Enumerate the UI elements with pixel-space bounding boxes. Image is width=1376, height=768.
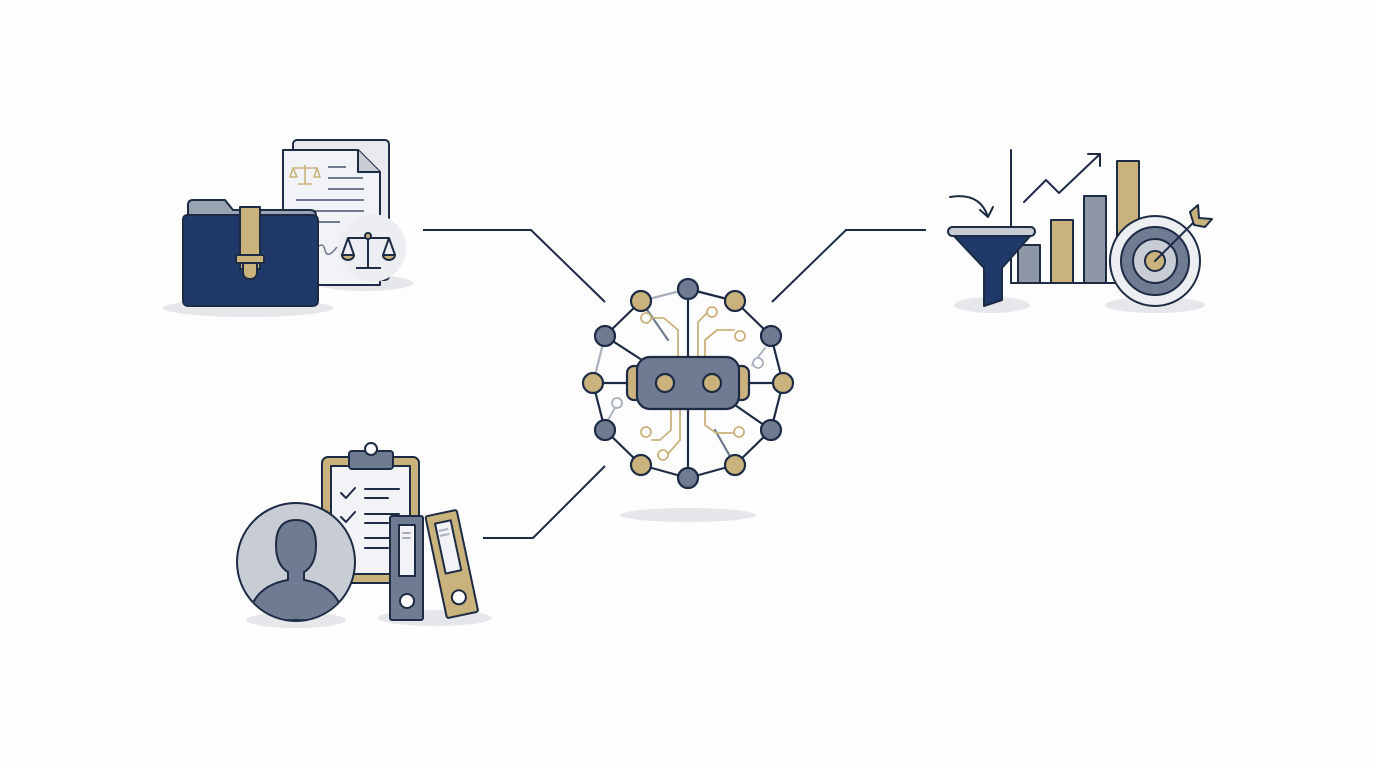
connector-top-right [771, 229, 926, 303]
chart-bar-1 [1017, 244, 1041, 284]
hub-body [635, 355, 741, 411]
person-clipboard-binders-icon [236, 442, 479, 622]
target-icon [1109, 204, 1213, 307]
hub-node [759, 418, 783, 442]
hub-eye-left [654, 372, 676, 394]
binder-slate [389, 515, 424, 621]
hub-node [581, 371, 605, 395]
hub-node [723, 289, 747, 313]
hub-node [676, 466, 700, 490]
hub-node [629, 289, 653, 313]
connector-top-left [423, 229, 606, 303]
chart-bar-2 [1050, 219, 1074, 284]
scale-large-icon [341, 232, 396, 269]
hub-node [723, 453, 747, 477]
hub-node [629, 453, 653, 477]
ai-circuit-hub-icon [581, 277, 795, 490]
hub-eye-right [701, 372, 723, 394]
hub-node [593, 418, 617, 442]
legal-folder-documents-icon [182, 139, 406, 307]
scale-small-icon [289, 165, 321, 185]
funnel-rim [947, 226, 1036, 237]
checklist [340, 487, 400, 549]
hub-node [759, 324, 783, 348]
funnel-shadow [954, 297, 1030, 313]
hub-shadow [620, 508, 756, 522]
chart-bar-3 [1083, 195, 1107, 284]
curved-arrow-icon [949, 195, 994, 218]
hub-node [676, 277, 700, 301]
connector-bottom-left [483, 465, 606, 539]
funnel-chart-target-icon [947, 149, 1213, 307]
hub-node [593, 324, 617, 348]
person-avatar-icon [236, 502, 356, 622]
binder-gold [424, 509, 479, 619]
trend-arrow-icon [1023, 153, 1101, 203]
hub-node [771, 371, 795, 395]
